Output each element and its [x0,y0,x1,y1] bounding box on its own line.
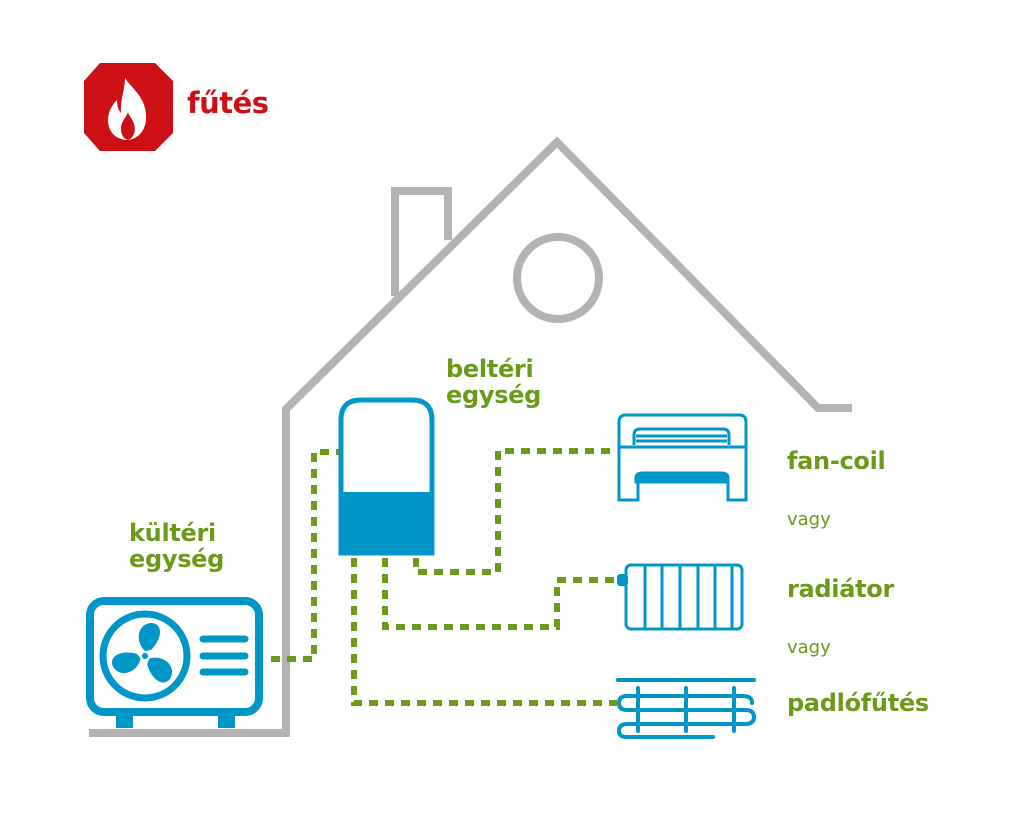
outdoor-unit-label-line2: egység [129,545,225,574]
radiator-label: radiátor [787,575,895,603]
outdoor-unit-icon [86,597,263,728]
pipe-indoor-to-radiator [382,558,617,630]
indoor-unit-label-line1: beltéri [446,355,534,383]
pipe-indoor-to-floor [351,558,617,706]
house-wall-and-roof [89,136,852,737]
fan-coil-icon [617,413,748,502]
indoor-unit-label: beltéri egység [446,356,541,409]
floor-heating-icon [616,678,757,739]
pipes [271,448,617,706]
outdoor-unit-label-line1: kültéri [129,519,216,547]
flame-icon [108,78,147,140]
attic-window [513,233,603,323]
pipe-outdoor-to-indoor [271,449,340,662]
or-label-1: vagy [787,509,831,530]
chimney [391,187,452,296]
house-outline [89,136,852,737]
flame-badge-icon [84,63,173,151]
page-title: fűtés [187,86,269,120]
or-label-2: vagy [787,637,831,658]
indoor-unit-label-line2: egység [446,381,542,410]
fan-coil-label: fan-coil [787,447,886,475]
indoor-unit-icon [338,397,435,556]
floor-heating-label: padlófűtés [787,689,929,717]
pipe-indoor-to-fancoil [413,448,617,575]
outdoor-unit-label: kültéri egység [129,520,224,573]
radiator-icon [617,563,744,631]
fan-blades-icon [112,623,172,683]
